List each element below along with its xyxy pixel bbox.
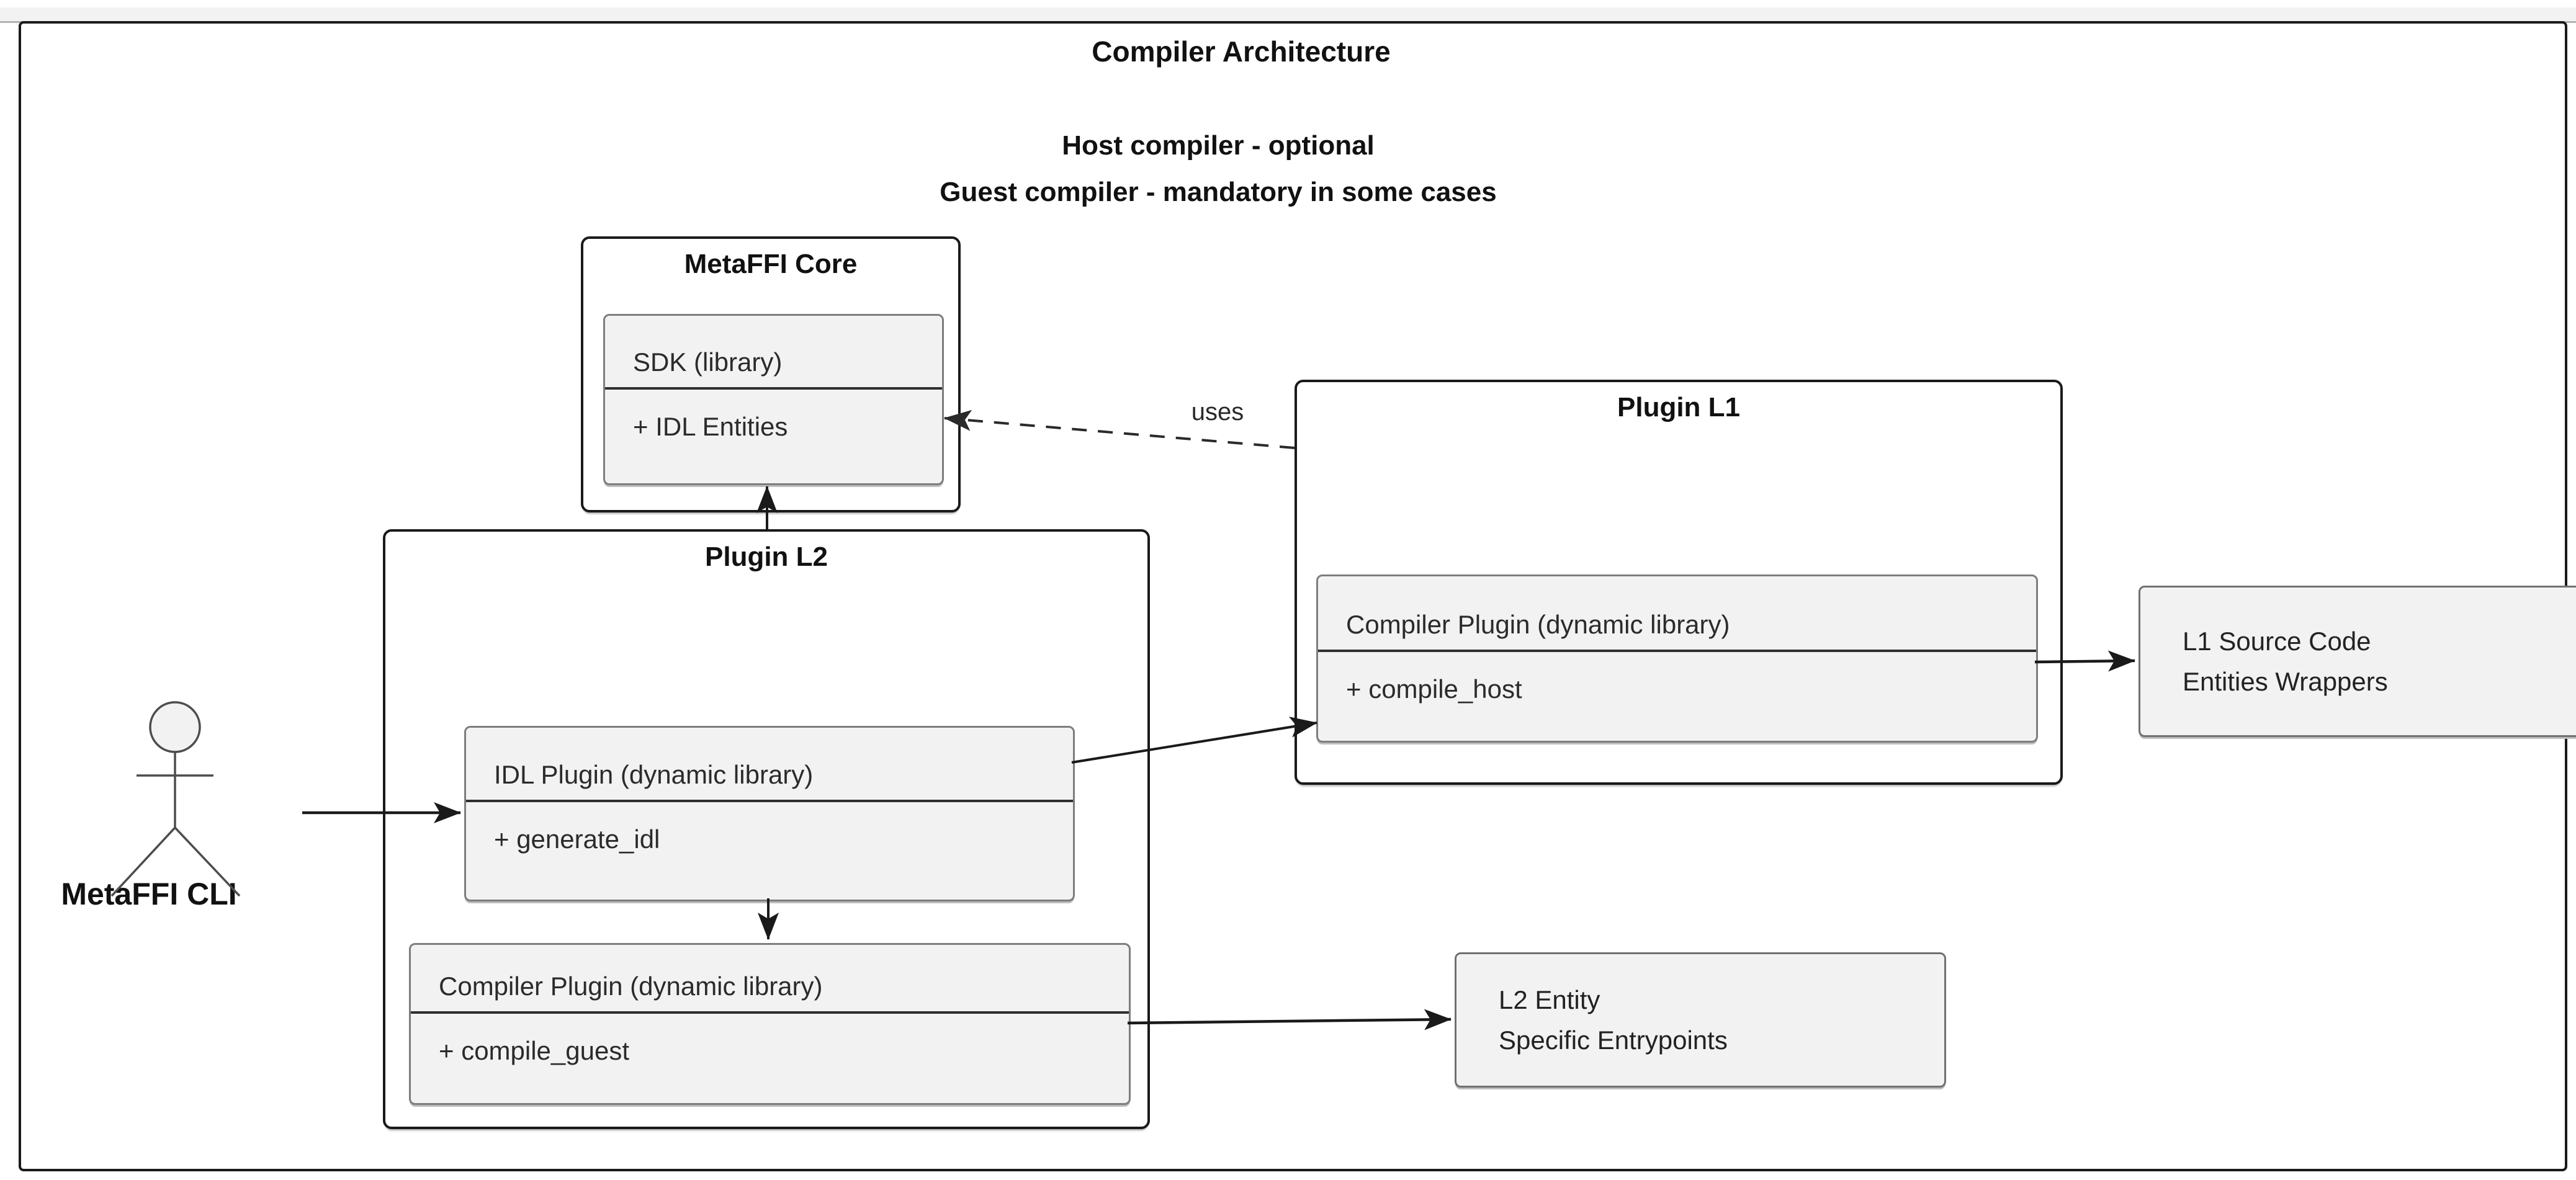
l2-entrypoints-line-2: Specific Entrypoints bbox=[1499, 1026, 1728, 1055]
idl-plugin-class-member: + generate_idl bbox=[494, 825, 660, 854]
subtitle-line-2: Guest compiler - mandatory in some cases bbox=[940, 177, 1497, 207]
l1-wrappers-box: L1 Source Code Entities Wrappers bbox=[2138, 586, 2576, 737]
l1-compiler-class-name: Compiler Plugin (dynamic library) bbox=[1318, 576, 2036, 652]
sdk-class-member: + IDL Entities bbox=[633, 412, 788, 441]
l2-entrypoints-box: L2 Entity Specific Entrypoints bbox=[1455, 952, 1946, 1088]
diagram-title: Compiler Architecture bbox=[1092, 35, 1391, 68]
l1-compiler-class-box: Compiler Plugin (dynamic library) + comp… bbox=[1316, 574, 2038, 743]
plugin-l2-title: Plugin L2 bbox=[705, 542, 828, 572]
l1-wrappers-line-1: L1 Source Code bbox=[2183, 627, 2371, 656]
subtitle-line-1: Host compiler - optional bbox=[1062, 130, 1375, 161]
diagram-subtitle: Host compiler - optional Guest compiler … bbox=[722, 122, 1715, 215]
l2-entrypoints-line-1: L2 Entity bbox=[1499, 985, 1600, 1014]
uses-edge-label: uses bbox=[1191, 398, 1244, 426]
metaffi-core-title: MetaFFI Core bbox=[684, 249, 858, 279]
l2-compiler-class-member: + compile_guest bbox=[439, 1036, 630, 1065]
l2-compiler-class-box: Compiler Plugin (dynamic library) + comp… bbox=[409, 943, 1131, 1105]
sdk-class-box: SDK (library) + IDL Entities bbox=[603, 314, 944, 485]
actor-label: MetaFFI CLI bbox=[61, 877, 237, 911]
sdk-class-name: SDK (library) bbox=[605, 316, 942, 390]
idl-plugin-class-box: IDL Plugin (dynamic library) + generate_… bbox=[464, 726, 1075, 901]
l2-compiler-class-name: Compiler Plugin (dynamic library) bbox=[411, 945, 1129, 1014]
l1-compiler-class-member: + compile_host bbox=[1346, 674, 1522, 704]
l1-wrappers-line-2: Entities Wrappers bbox=[2183, 667, 2388, 696]
plugin-l1-title: Plugin L1 bbox=[1617, 392, 1740, 422]
idl-plugin-class-name: IDL Plugin (dynamic library) bbox=[466, 728, 1073, 802]
